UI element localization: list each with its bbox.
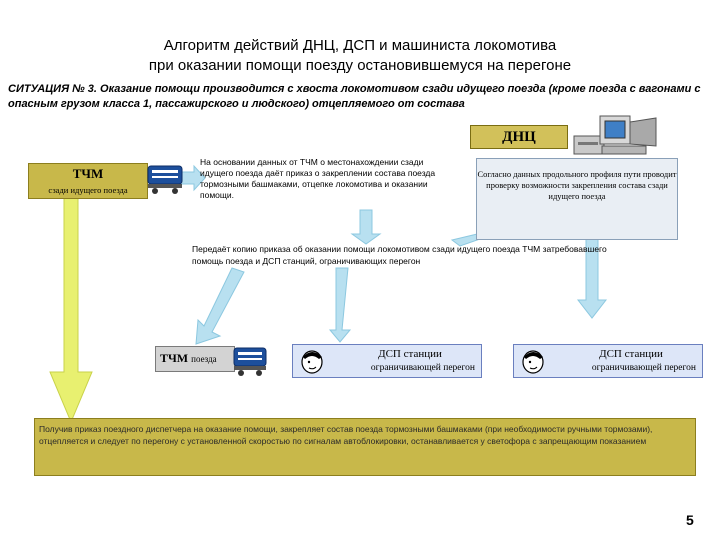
arrow-tchm-down	[50, 198, 92, 422]
dsp-left-line2: ограничивающей перегон	[325, 363, 475, 373]
dsp-right-line1: ДСП станции	[566, 348, 696, 360]
tchm-rear-sublabel: сзади идущего поезда	[29, 185, 147, 195]
computer-icon	[572, 112, 662, 158]
dsp-left-box: ДСП станции ограничивающей перегон	[292, 344, 482, 378]
dnc-label: ДНЦ	[470, 125, 568, 149]
dsp-left-line1: ДСП станции	[345, 348, 475, 360]
transfer-text: Передаёт копию приказа об оказании помощ…	[192, 243, 612, 267]
person-icon	[518, 347, 548, 375]
arrow-basis-down	[352, 210, 380, 244]
tchm-train-label: ТЧМ поезда	[160, 351, 217, 366]
dsp-right-line2: ограничивающей перегон	[546, 363, 696, 373]
person-icon	[297, 347, 327, 375]
tchm-train-box: ТЧМ поезда	[155, 346, 235, 372]
locomotive-icon	[146, 160, 184, 196]
title-line-2: при оказании помощи поезду остановившему…	[60, 56, 660, 76]
tchm-rear-box: ТЧМ сзади идущего поезда	[28, 163, 148, 199]
arrow-to-dsp-left	[330, 268, 350, 342]
tchm-train-sublabel: поезда	[191, 354, 217, 364]
arrow-to-tchm-train	[196, 268, 244, 344]
page-title: Алгоритм действий ДНЦ, ДСП и машиниста л…	[60, 36, 660, 76]
situation-text: СИТУАЦИЯ № 3. Оказание помощи производит…	[8, 82, 708, 112]
tchm-rear-label: ТЧМ	[29, 166, 147, 182]
locomotive-icon	[232, 344, 268, 378]
dnc-text: Согласно данных продольного профиля пути…	[476, 158, 678, 240]
basis-text: На основании данных от ТЧМ о местонахожд…	[200, 157, 452, 207]
tchm-train-title: ТЧМ	[160, 351, 188, 365]
dsp-right-box: ДСП станции ограничивающей перегон	[513, 344, 703, 378]
title-line-1: Алгоритм действий ДНЦ, ДСП и машиниста л…	[60, 36, 660, 56]
final-action-box: Получив приказ поездного диспетчера на о…	[34, 418, 696, 476]
page-number: 5	[686, 512, 694, 528]
